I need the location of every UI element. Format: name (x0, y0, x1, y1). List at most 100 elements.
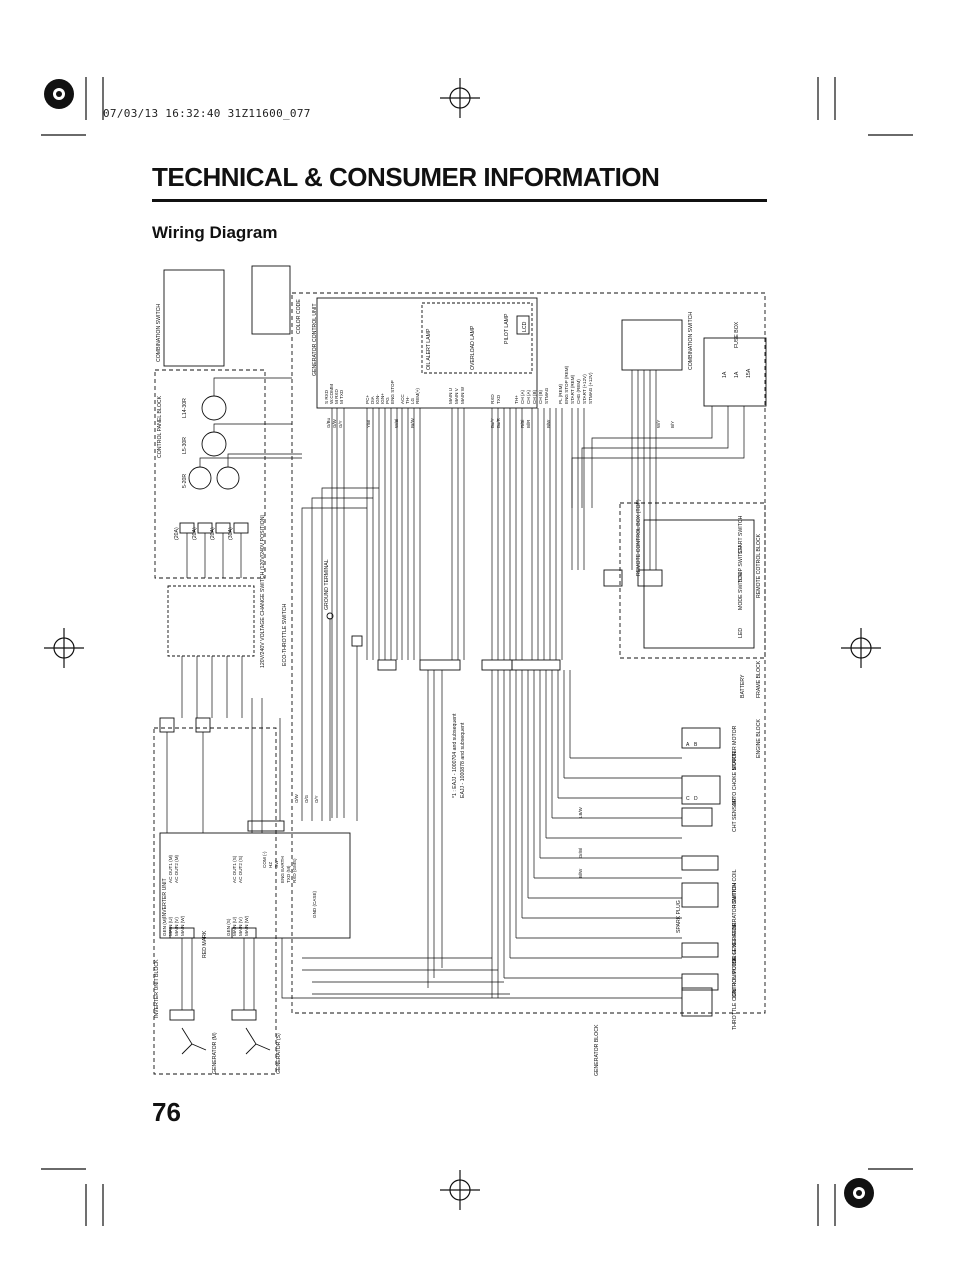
svg-text:LG: LG (410, 397, 415, 404)
start-switch-label: START SWITCH (738, 515, 744, 554)
fuse-3-label: 15A (746, 368, 752, 378)
svg-text:Br/W: Br/W (410, 417, 415, 428)
svg-text:DIA: DIA (370, 395, 375, 404)
color-code-label: COLOR CODE (296, 299, 302, 334)
throttle-motor-label: THROTTLE CONTROL MOTOR (732, 955, 738, 1030)
breaker-3-label: (20A) (210, 527, 216, 540)
svg-text:ENG STOP (REM): ENG STOP (REM) (564, 365, 569, 404)
svg-text:C: C (686, 796, 690, 802)
section-subtitle: Wiring Diagram (152, 223, 278, 242)
svg-text:LB/W: LB/W (578, 806, 583, 818)
svg-text:GEN (M): GEN (M) (162, 917, 167, 936)
generator-block-label: GENERATOR BLOCK (594, 1024, 600, 1076)
led-label: LED (738, 628, 744, 638)
wire-color-labels: G/Bu G/W G/Y Y/Bl W/Bl Bu/Y Bu/R Br/W B/… (294, 417, 675, 878)
generator-s-label: GENERATOR (S) (276, 1033, 282, 1074)
svg-text:R/Bl: R/Bl (520, 420, 525, 428)
svg-text:M RXD: M RXD (334, 389, 339, 404)
pilot-lamp-label: PILOT LAMP (504, 313, 510, 344)
svg-text:MAIN U: MAIN U (448, 388, 453, 404)
svg-text:D: D (694, 796, 698, 802)
svg-text:RXD: RXD (490, 394, 495, 404)
register-mark-bottom-right (844, 1178, 874, 1208)
svg-text:MAIN (W): MAIN (W) (244, 915, 249, 936)
svg-text:MAIN (U): MAIN (U) (168, 916, 173, 936)
svg-text:CH (B): CH (B) (532, 389, 537, 404)
combination-switch-table (163, 269, 225, 367)
cht-sensor-label: CHT SENSOR (732, 798, 738, 832)
gcu-label: GENERATOR CONTROL UNIT (312, 303, 318, 376)
voltage-switch-label: 120V/240V VOLTAGE CHANGE SWITCH (120V/24… (260, 515, 266, 668)
combination-switch-table-label: COMBINATION SWITCH (156, 304, 162, 362)
wiring-diagram: GENERATOR CONTROL UNIT CONTROL PANEL BLO… (153, 265, 767, 1076)
svg-text:W/Bl: W/Bl (394, 419, 399, 428)
gcu-pin-labels: S RXD W.COMM M RXD M TXD PC+ DIA IGN- IG… (324, 365, 593, 404)
svg-text:B/W: B/W (546, 419, 551, 428)
inverter-pin-labels: GEN (M) MAIN (U) MAIN (V) MAIN (W) GEN (… (162, 851, 317, 936)
page-number: 76 (152, 1097, 181, 1127)
breaker-1-label: (20A) (174, 527, 180, 540)
svg-text:IGN-: IGN- (375, 394, 380, 404)
svg-text:M TXD: M TXD (339, 389, 344, 404)
svg-text:AC OUT1 (M): AC OUT1 (M) (168, 854, 173, 883)
svg-text:AC OUT2 (M): AC OUT2 (M) (174, 854, 179, 883)
svg-text:HZ: HZ (268, 862, 273, 868)
fuse-2-label: 1A (734, 371, 740, 378)
red-mark-label: RED MARK (202, 930, 208, 958)
battery-label: BATTERY (740, 674, 746, 698)
svg-text:S RXD: S RXD (324, 389, 329, 404)
lcd-label: LCD (522, 321, 528, 332)
svg-text:STMAG: STMAG (544, 387, 549, 404)
mode-switch-label: MODE SWITCH (738, 572, 744, 610)
svg-text:TH+: TH+ (514, 395, 519, 404)
title-rule (152, 199, 767, 202)
svg-text:W.COMM: W.COMM (329, 384, 334, 404)
oil-level-switch-label: OIL LEVEL GENERATOR SWITCH (732, 882, 738, 964)
svg-text:GEN (S): GEN (S) (226, 918, 231, 936)
generator-m-label: GENERATOR (M) (212, 1032, 218, 1074)
svg-text:Y/Bl: Y/Bl (366, 420, 371, 428)
svg-text:TXD (M): TXD (M) (286, 865, 291, 883)
svg-text:Bu/R: Bu/R (496, 418, 501, 428)
remote-control-block-label: REMOTE COTROL BLOCK (756, 533, 762, 598)
breaker-2-label: (20A) (192, 527, 198, 540)
register-mark-top-left (44, 79, 74, 109)
oil-alert-lamp-label: OIL ALERT LAMP (426, 328, 432, 370)
control-panel-block-boundary (154, 369, 266, 579)
svg-text:B/Y: B/Y (670, 421, 675, 428)
svg-text:IGN+: IGN+ (380, 393, 385, 404)
remote-box-label: REMOTE CONTROL BOX (TOP) (636, 499, 642, 576)
svg-text:PC+: PC+ (365, 395, 370, 404)
ground-terminal-label: GROUND TERMINAL (324, 559, 330, 610)
print-stamp: 07/03/13 16:32:40 31Z11600_077 (103, 107, 311, 120)
ignition-coil-label: IGNITION COIL (732, 869, 738, 906)
svg-text:O/Y: O/Y (314, 795, 319, 803)
control-panel-label: CONTROL PANEL BLOCK (157, 395, 163, 458)
svg-text:CH (A): CH (A) (526, 389, 531, 404)
svg-text:G/Bu: G/Bu (326, 417, 331, 428)
svg-text:ENG STOP: ENG STOP (390, 380, 395, 404)
overload-lamp-label: OVERLOAD LAMP (470, 325, 476, 370)
note-1: *1 : EAJJ - 1000704 and subsequent (452, 713, 458, 798)
eco-throttle-label: ECO-THROTTLE SWITCH (282, 603, 288, 666)
fuse-box-label: FUSE BOX (734, 321, 740, 348)
inverter-block-boundary (153, 727, 277, 1075)
svg-text:CH (A): CH (A) (520, 389, 525, 404)
svg-text:MAIN (U): MAIN (U) (232, 916, 237, 936)
frame-block-label: FRAME BLOCK (756, 660, 762, 698)
svg-text:Gr/Bl: Gr/Bl (578, 848, 583, 858)
svg-text:PL (REM): PL (REM) (558, 384, 563, 404)
inverter-unit-box (159, 832, 351, 939)
svg-text:A: A (686, 742, 690, 748)
svg-text:MAIN (V): MAIN (V) (174, 917, 179, 936)
svg-text:G/Y: G/Y (338, 420, 343, 428)
svg-text:RXD (GMS): RXD (GMS) (292, 858, 297, 883)
color-code-table (251, 265, 291, 335)
engine-block-label: ENGINE BLOCK (756, 719, 762, 758)
svg-text:MAIN V: MAIN V (454, 387, 459, 404)
svg-text:G/W: G/W (332, 418, 337, 428)
page-title: TECHNICAL & CONSUMER INFORMATION (152, 162, 660, 192)
breaker-4-label: (30A) (228, 527, 234, 540)
svg-text:CH (B): CH (B) (538, 389, 543, 404)
svg-text:CHG (REM): CHG (REM) (576, 379, 581, 404)
